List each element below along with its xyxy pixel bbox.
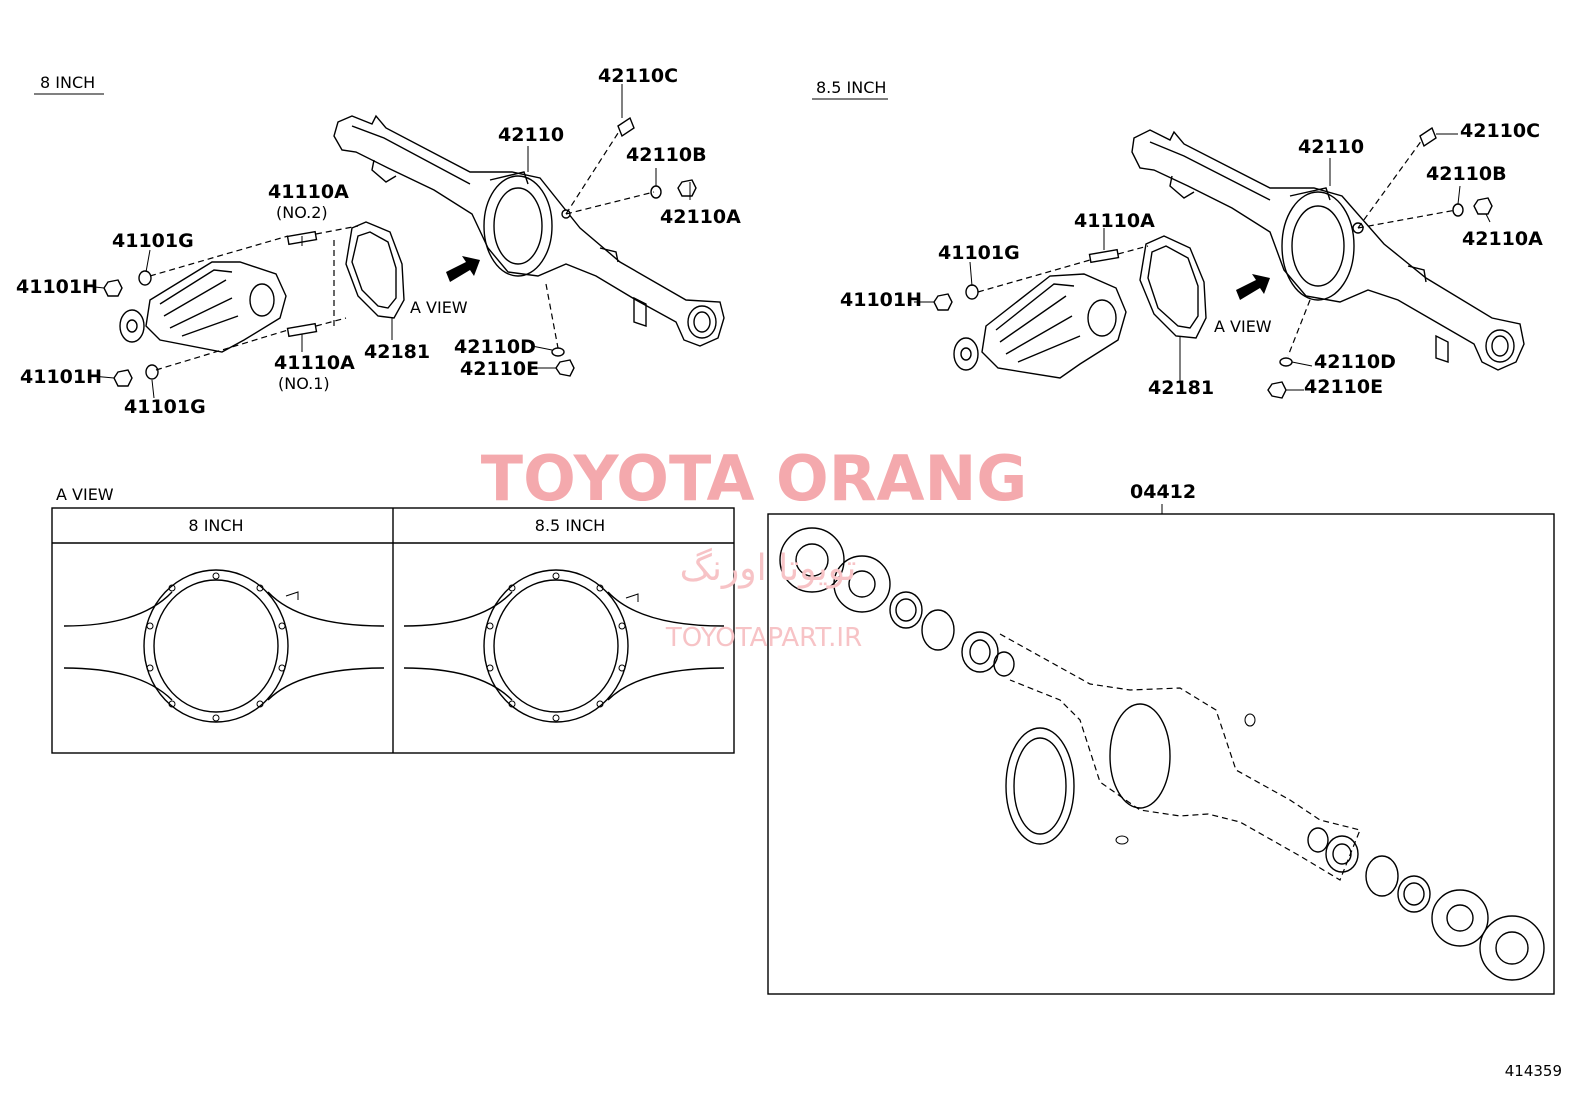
plug-42110A [677, 179, 697, 197]
right-leader-lines [914, 133, 1491, 391]
right-washer [965, 284, 979, 300]
a-view-8-5-inch-outline [403, 569, 725, 723]
stud-no1 [286, 322, 318, 338]
right-gasket-42181 [1139, 235, 1207, 339]
left-diagram-8-inch: 8 INCH [16, 65, 741, 418]
left-label-42110B: 42110B [626, 144, 707, 166]
right-label-42110A: 42110A [1462, 228, 1543, 250]
right-plug-42110A [1473, 197, 1493, 215]
left-label-42110E: 42110E [460, 358, 539, 380]
left-label-42110C: 42110C [598, 65, 678, 87]
left-label-41101H-top: 41101H [16, 276, 98, 298]
right-label-41101H: 41101H [840, 289, 922, 311]
left-a-view-arrow [446, 256, 480, 282]
a-view-title: A VIEW [56, 485, 114, 504]
left-label-42110D: 42110D [454, 336, 536, 358]
a-view-8-inch-outline [63, 569, 385, 723]
right-stud [1088, 248, 1120, 264]
right-label-42110E: 42110E [1304, 376, 1383, 398]
right-label-42110D: 42110D [1314, 351, 1396, 373]
left-label-42110A: 42110A [660, 206, 741, 228]
a-view-col-8-5-inch: 8.5 INCH [535, 516, 605, 535]
a-view-col-8-inch: 8 INCH [188, 516, 243, 535]
a-view-table: A VIEW 8 INCH 8.5 INCH [51, 485, 735, 754]
washer-top [138, 270, 152, 286]
kit-label: 04412 [1130, 481, 1196, 503]
right-label-41110A: 41110A [1074, 210, 1155, 232]
left-label-no1: (NO.1) [278, 374, 330, 393]
left-section-title: 8 INCH [40, 73, 95, 92]
right-label-42110B: 42110B [1426, 163, 1507, 185]
left-label-41101H-bot: 41101H [20, 366, 102, 388]
right-differential-carrier [953, 273, 1127, 379]
right-label-42181: 42181 [1148, 377, 1214, 399]
left-label-42181: 42181 [364, 341, 430, 363]
right-label-41101G: 41101G [938, 242, 1020, 264]
right-breather-42110C [1419, 126, 1437, 148]
right-label-42110C: 42110C [1460, 120, 1540, 142]
washer-bottom [145, 364, 159, 380]
left-label-a-view: A VIEW [410, 298, 468, 317]
nut-bottom [113, 369, 133, 387]
gasket-42110D [551, 347, 565, 357]
right-washer-42110B [1452, 203, 1464, 217]
left-label-41101G-bot: 41101G [124, 396, 206, 418]
breather-42110C [617, 116, 635, 138]
right-label-42110: 42110 [1298, 136, 1364, 158]
figure-number: 414359 [1505, 1062, 1562, 1080]
watermark-main: TOYOTA ORANG [481, 442, 1027, 515]
left-label-42110: 42110 [498, 124, 564, 146]
right-plug-42110E [1267, 381, 1287, 399]
gasket-kit-04412: 04412 [767, 481, 1555, 995]
right-a-view-arrow [1236, 274, 1270, 300]
left-label-41101G-top: 41101G [112, 230, 194, 252]
left-differential-carrier [119, 261, 287, 353]
left-label-no2: (NO.2) [276, 203, 328, 222]
watermark-persian: تویوتا اورنگ [680, 547, 857, 589]
left-label-41110A-top: 41110A [268, 181, 349, 203]
right-diagram-8-5-inch: 8.5 INCH [812, 78, 1543, 399]
left-gasket-42181 [345, 221, 405, 319]
watermark-url: TOYOTAPART.IR [665, 623, 862, 653]
left-axle-housing [333, 114, 725, 347]
plug-42110E [555, 359, 575, 377]
right-nut [933, 293, 953, 311]
left-leader-lines [85, 84, 691, 399]
left-label-41110A-bot: 41110A [274, 352, 355, 374]
nut-top [103, 279, 123, 297]
right-label-a-view: A VIEW [1214, 317, 1272, 336]
watermark: TOYOTA ORANG تویوتا اورنگ TOYOTAPART.IR [481, 442, 1027, 653]
right-section-title: 8.5 INCH [816, 78, 886, 97]
washer-42110B [650, 185, 662, 199]
right-gasket-42110D [1279, 357, 1293, 367]
